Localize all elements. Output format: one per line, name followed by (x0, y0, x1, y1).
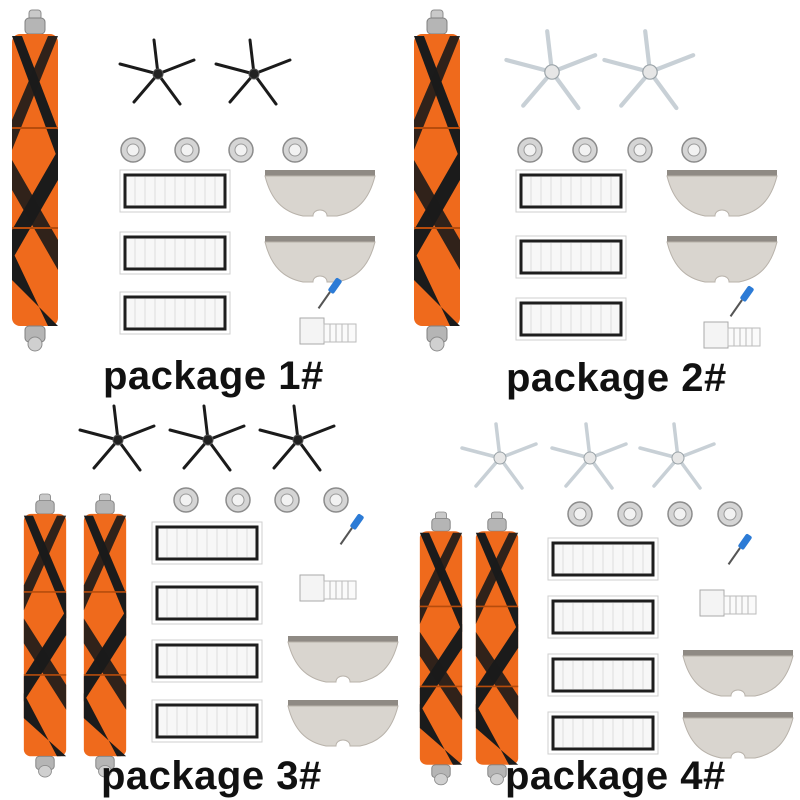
package-1-group (11, 9, 376, 352)
hepa-filter (514, 168, 628, 214)
package-2-label: package 2# (506, 356, 727, 400)
hepa-filter (150, 638, 264, 684)
mop-cloth (666, 169, 778, 217)
side-brush (258, 404, 336, 472)
side-brush (506, 31, 595, 108)
main-brush (11, 9, 59, 352)
main-brush (474, 511, 520, 786)
cleaning-tool (299, 574, 357, 602)
main-brush (82, 493, 128, 778)
main-brush (418, 511, 464, 786)
screwdriver (727, 532, 754, 566)
filter-cap (667, 501, 693, 527)
hepa-filter (118, 230, 232, 276)
mop-cloth (264, 169, 376, 217)
filter-cap (282, 137, 308, 163)
mop-cloth (682, 711, 794, 759)
filter-cap (572, 137, 598, 163)
package-4-label: package 4# (505, 754, 726, 798)
mop-cloth (666, 235, 778, 283)
side-brush (118, 38, 196, 106)
filter-cap (274, 487, 300, 513)
hepa-filter (150, 520, 264, 566)
filter-cap (717, 501, 743, 527)
filter-cap (681, 137, 707, 163)
mop-cloth (264, 235, 376, 283)
filter-cap (173, 487, 199, 513)
hepa-filter (514, 296, 628, 342)
hepa-filter (546, 652, 660, 698)
hepa-filter (546, 710, 660, 756)
filter-cap (120, 137, 146, 163)
hepa-filter (118, 168, 232, 214)
mop-cloth (682, 649, 794, 697)
side-brush (78, 404, 156, 472)
package-2-group (413, 9, 778, 352)
hepa-filter (514, 234, 628, 280)
hepa-filter (118, 290, 232, 336)
hepa-filter (150, 698, 264, 744)
side-brush (550, 422, 628, 490)
main-brush (22, 493, 68, 778)
filter-cap (567, 501, 593, 527)
package-1-label: package 1# (103, 354, 324, 398)
filter-cap (174, 137, 200, 163)
hepa-filter (546, 536, 660, 582)
cleaning-tool (299, 317, 357, 345)
screwdriver (729, 284, 756, 318)
filter-cap (228, 137, 254, 163)
cleaning-tool (699, 589, 757, 617)
side-brush (460, 422, 538, 490)
cleaning-tool (703, 321, 761, 349)
mop-cloth (287, 699, 399, 747)
side-brush (604, 31, 693, 108)
package-4-group (418, 422, 794, 786)
main-brush (413, 9, 461, 352)
filter-cap (225, 487, 251, 513)
filter-cap (517, 137, 543, 163)
filter-cap (627, 137, 653, 163)
side-brush (638, 422, 716, 490)
mop-cloth (287, 635, 399, 683)
hepa-filter (546, 594, 660, 640)
filter-cap (323, 487, 349, 513)
package-3-group (22, 404, 399, 778)
package-3-label: package 3# (101, 754, 322, 798)
screwdriver (339, 512, 366, 546)
side-brush (214, 38, 292, 106)
side-brush (168, 404, 246, 472)
hepa-filter (150, 580, 264, 626)
filter-cap (617, 501, 643, 527)
